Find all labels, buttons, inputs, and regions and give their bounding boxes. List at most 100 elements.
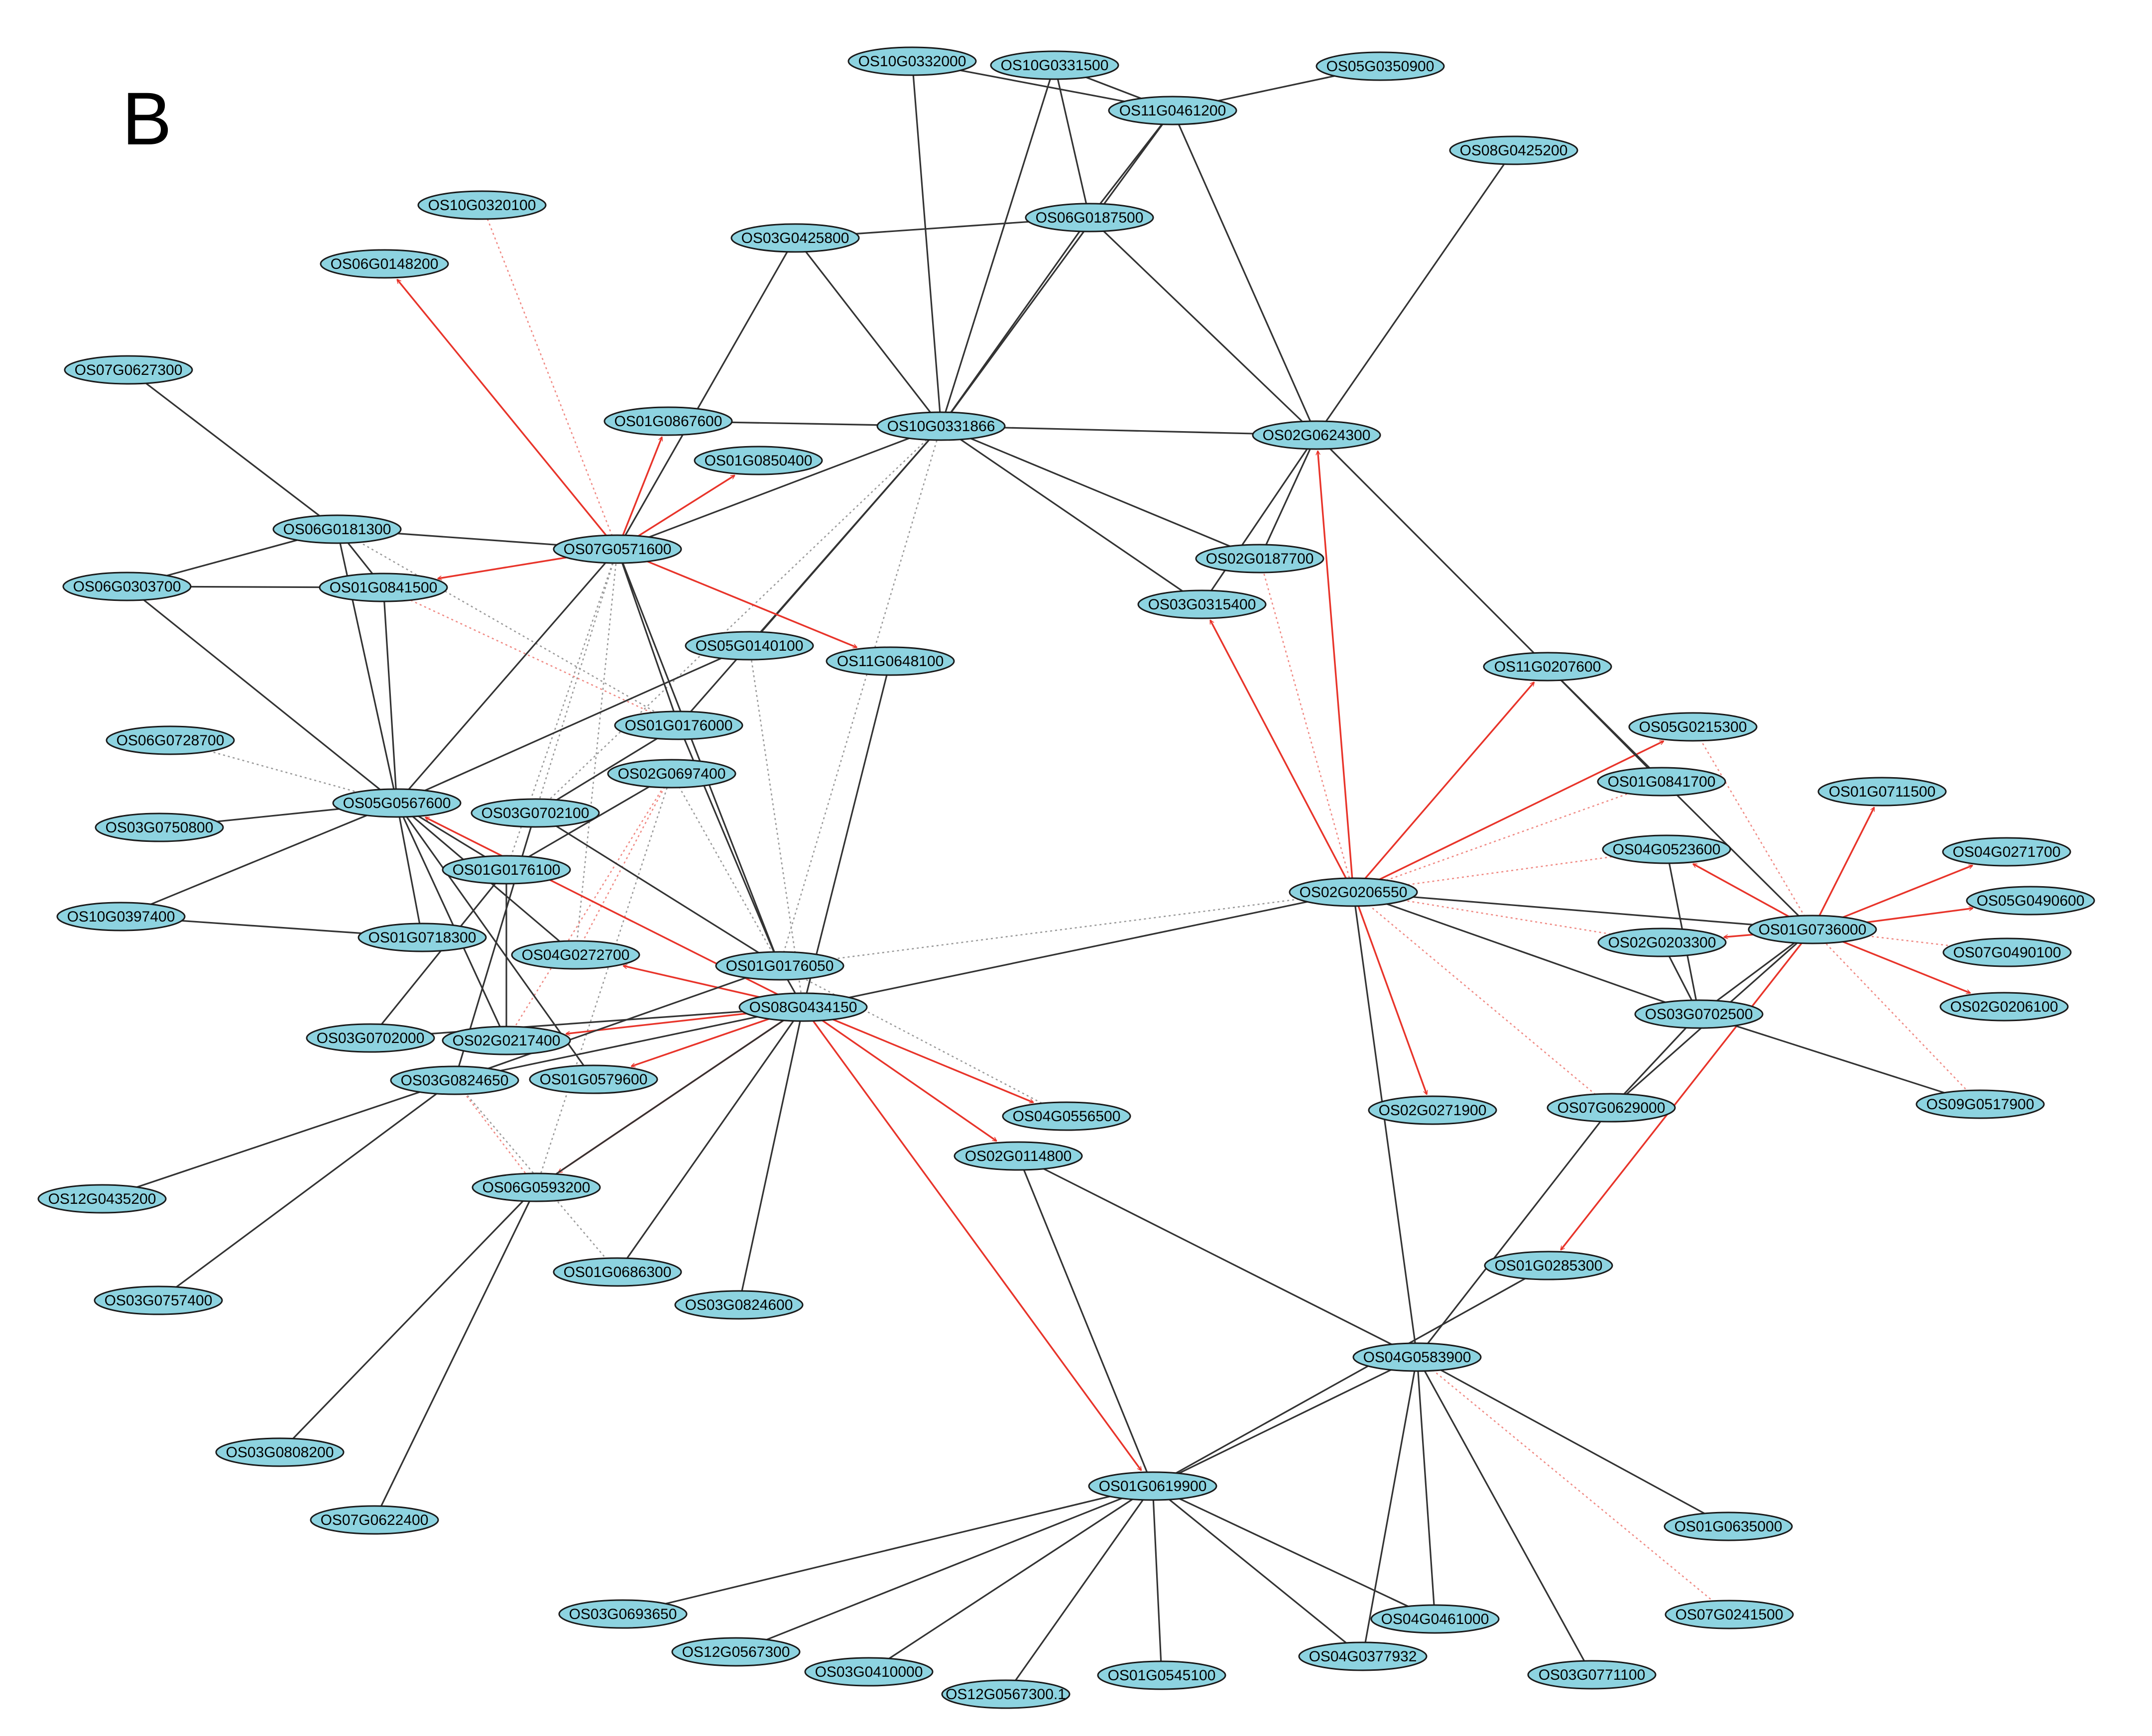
gene-node-label: OS01G0176050 — [726, 958, 834, 974]
edge-dotted-a15-a24 — [337, 528, 679, 726]
gene-node: OS03G0702500 — [1634, 999, 1764, 1029]
gene-node-label: OS10G0331866 — [887, 418, 995, 435]
edge-red-dotted-a40-a25 — [1692, 726, 1813, 930]
gene-node: OS04G0272700 — [511, 940, 640, 970]
gene-node: OS03G0425800 — [730, 223, 860, 253]
gene-node-ellipse — [1527, 1660, 1657, 1690]
gene-node-ellipse — [511, 940, 640, 970]
gene-node-label: OS12G0567300.1 — [946, 1686, 1066, 1703]
gene-node-ellipse — [1484, 1251, 1613, 1280]
edge-solid-a63-a65 — [1152, 1356, 1418, 1487]
edge-red-arrow-a36-a13 — [1318, 451, 1354, 893]
gene-node: OS02G0624300 — [1252, 420, 1381, 450]
gene-node: OS03G0702100 — [471, 798, 600, 828]
gene-node-label: OS11G0461200 — [1119, 103, 1226, 119]
gene-node: OS08G0434150 — [738, 992, 868, 1022]
edge-solid-a08-a16 — [616, 237, 796, 550]
gene-node: OS03G0702000 — [306, 1023, 435, 1053]
gene-node-ellipse — [1664, 1511, 1793, 1541]
gene-node-ellipse — [1942, 937, 2072, 967]
edge-solid-a05-a13 — [1315, 150, 1515, 436]
edge-solid-a30-a48 — [396, 803, 507, 1041]
gene-node: OS10G0331500 — [990, 50, 1119, 80]
gene-node-ellipse — [847, 46, 977, 76]
gene-node-label: OS03G0410000 — [815, 1664, 923, 1680]
gene-node-label: OS02G0271900 — [1379, 1102, 1487, 1119]
edge-solid-a63-a67 — [1417, 1356, 1729, 1527]
gene-node-label: OS03G0824650 — [401, 1072, 509, 1089]
gene-node-label: OS02G0697400 — [618, 766, 726, 782]
edge-solid-a65-a72 — [1152, 1485, 1364, 1657]
edge-red-dotted-a50-a58 — [454, 1080, 537, 1188]
gene-node-label: OS03G0771100 — [1539, 1667, 1646, 1683]
gene-node: OS06G0187500 — [1025, 203, 1154, 232]
edge-solid-a65-a76 — [1005, 1486, 1154, 1695]
gene-node: OS01G0176000 — [614, 710, 743, 740]
edge-red-arrow-a45-a30 — [425, 816, 804, 1008]
edge-red-arrow-a16-a11 — [616, 437, 662, 550]
gene-node-ellipse — [358, 923, 487, 952]
gene-node-ellipse — [320, 249, 449, 279]
gene-node: OS11G0207600 — [1483, 652, 1612, 682]
edge-red-arrow-a45-a56 — [803, 1006, 996, 1141]
gene-node-ellipse — [1597, 927, 1727, 957]
gene-node-label: OS01G0176100 — [453, 862, 561, 878]
gene-node-label: OS03G0702000 — [317, 1030, 425, 1046]
gene-node-label: OS07G0622400 — [321, 1512, 429, 1528]
gene-node-label: OS02G0217400 — [453, 1033, 561, 1049]
gene-node: OS01G0635000 — [1664, 1511, 1793, 1541]
gene-node: OS10G0397400 — [56, 902, 186, 931]
gene-node-ellipse — [215, 1437, 345, 1467]
gene-node: OS06G0728700 — [106, 725, 235, 755]
edge-solid-a10-a15 — [128, 369, 338, 530]
gene-node-label: OS01G0176000 — [625, 717, 733, 734]
edge-solid-a12-a16 — [617, 425, 942, 550]
gene-node: OS03G0824650 — [390, 1065, 519, 1095]
gene-node: OS10G0331866 — [876, 411, 1006, 441]
gene-node-ellipse — [694, 446, 823, 475]
gene-node: OS12G0435200 — [37, 1184, 167, 1214]
edge-solid-a16-a24 — [616, 549, 680, 726]
gene-node-label: OS05G0215300 — [1639, 719, 1747, 735]
edge-solid-a13-a17 — [1259, 435, 1317, 559]
edge-solid-a65-a70 — [1152, 1485, 1435, 1620]
gene-node-ellipse — [1298, 1641, 1428, 1671]
gene-node-ellipse — [1252, 420, 1381, 450]
gene-node: OS06G0593200 — [472, 1172, 601, 1202]
gene-node-label: OS10G0331500 — [1001, 57, 1109, 74]
gene-node: OS02G0206100 — [1939, 992, 2069, 1022]
gene-node: OS07G0622400 — [310, 1505, 439, 1535]
gene-node-ellipse — [1088, 1471, 1217, 1501]
gene-node-label: OS04G0272700 — [522, 947, 630, 963]
edge-red-arrow-a45-a65 — [802, 1006, 1141, 1470]
gene-node-label: OS06G0303700 — [73, 579, 181, 595]
gene-node-label: OS12G0567300 — [682, 1644, 790, 1660]
gene-node-ellipse — [1483, 652, 1612, 682]
edge-red-dotted-a36-a28 — [1353, 781, 1662, 893]
gene-node-ellipse — [1547, 1093, 1676, 1123]
gene-node-label: OS11G0207600 — [1494, 659, 1601, 675]
gene-node: OS03G0824600 — [674, 1290, 804, 1320]
edge-solid-a16-a44 — [616, 549, 781, 966]
edge-dotted-a16-a31 — [534, 549, 618, 813]
edge-solid-a21-a30 — [396, 645, 750, 804]
edge-solid-a53-a63 — [1416, 1107, 1612, 1358]
gene-node-label: OS07G0571600 — [564, 541, 672, 558]
gene-node-label: OS07G0627300 — [75, 362, 183, 378]
gene-node-ellipse — [1368, 1095, 1497, 1125]
gene-node-ellipse — [1597, 767, 1726, 797]
gene-node-ellipse — [804, 1657, 934, 1687]
edge-red-arrow-a45-a55 — [803, 1006, 1033, 1102]
edge-solid-a58-a66 — [373, 1187, 537, 1520]
gene-node-label: OS06G0148200 — [331, 256, 439, 272]
gene-node-ellipse — [1002, 1101, 1131, 1131]
gene-node-ellipse — [319, 573, 448, 602]
edge-solid-a12-a17 — [941, 425, 1260, 560]
gene-node-label: OS03G0824600 — [685, 1297, 793, 1313]
gene-node: OS06G0303700 — [62, 572, 192, 601]
gene-node: OS04G0377932 — [1298, 1641, 1428, 1671]
gene-node: OS03G0808200 — [215, 1437, 345, 1467]
gene-node-ellipse — [442, 1026, 571, 1055]
gene-node-ellipse — [64, 355, 193, 385]
gene-node-label: OS10G0320100 — [428, 197, 536, 214]
